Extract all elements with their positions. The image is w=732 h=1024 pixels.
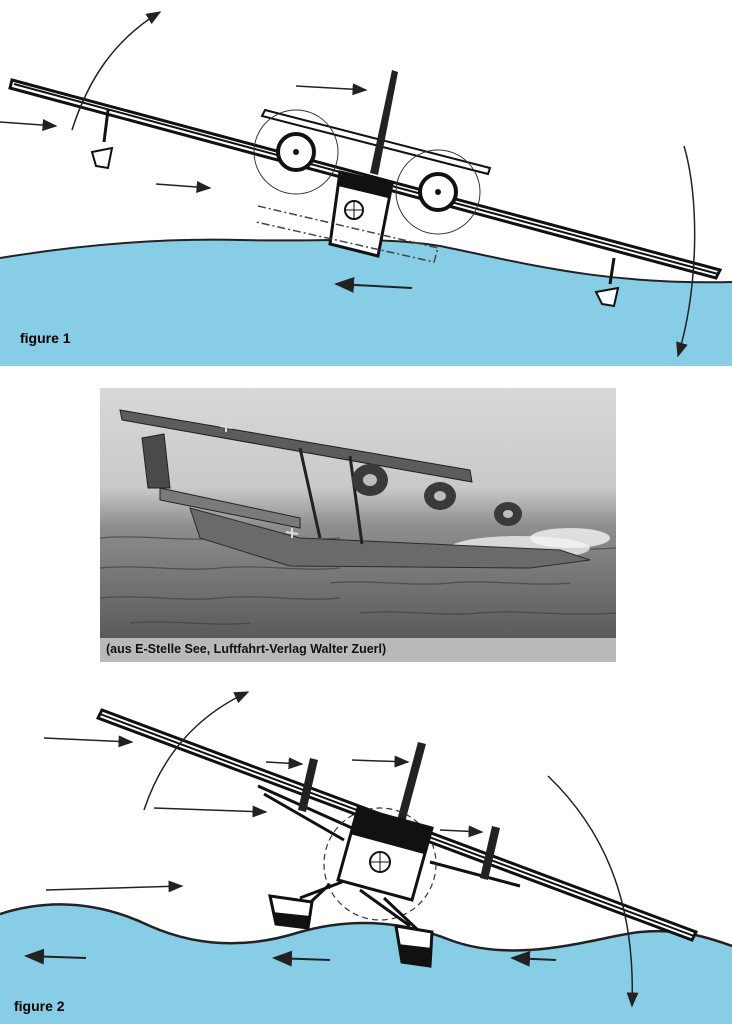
figure-2-label: figure 2 <box>14 998 65 1014</box>
photo-wing <box>119 409 473 483</box>
water-line <box>0 903 732 952</box>
wind-arrow <box>439 825 484 838</box>
photo-svg <box>100 409 616 625</box>
water-drift-arrow <box>510 950 557 967</box>
historic-photo-block: (aus E-Stelle See, Luftfahrt-Verlag Walt… <box>100 388 616 662</box>
vertical-fin <box>396 742 426 826</box>
photo-caption: (aus E-Stelle See, Luftfahrt-Verlag Walt… <box>106 642 387 656</box>
figure-2-diagram <box>0 676 732 1024</box>
wind-arrow <box>351 755 410 768</box>
left-engine-nacelle <box>298 758 318 812</box>
wind-arrow <box>0 119 58 132</box>
right-propeller-disc <box>395 149 481 235</box>
water-surface <box>0 239 732 366</box>
photo-hull <box>189 507 591 569</box>
flying-boat-photo <box>100 388 616 638</box>
wind-arrow <box>295 83 368 96</box>
figure-1-diagram <box>0 0 732 366</box>
roll-arrow-up <box>71 11 162 131</box>
tail-plane <box>260 108 492 176</box>
water-surface <box>0 904 732 1024</box>
propeller-disc <box>323 807 437 921</box>
water-drift-arrow <box>272 950 331 967</box>
right-engine-nacelle <box>480 826 500 880</box>
wind-arrow <box>153 805 268 818</box>
figure-1-svg <box>0 11 732 366</box>
photo-caption-bar: (aus E-Stelle See, Luftfahrt-Verlag Walt… <box>100 638 616 662</box>
left-propeller-disc <box>253 109 339 195</box>
water-drift-arrow <box>334 276 413 293</box>
roll-arrow-down <box>676 145 696 358</box>
left-wingtip-float <box>90 146 114 170</box>
water-drift-arrow <box>24 948 87 965</box>
roll-arrow-down <box>547 775 639 1008</box>
roll-arrow-up <box>143 691 250 811</box>
figure-2-svg <box>0 691 732 1024</box>
wind-arrow <box>265 757 304 770</box>
vertical-fin <box>370 70 398 175</box>
photo-tail-fin <box>141 433 171 489</box>
wind-arrow <box>45 880 184 893</box>
right-wingtip-float <box>594 286 620 308</box>
wind-arrow <box>43 735 134 748</box>
wind-arrow <box>155 181 212 193</box>
figure-1-label: figure 1 <box>20 330 71 346</box>
